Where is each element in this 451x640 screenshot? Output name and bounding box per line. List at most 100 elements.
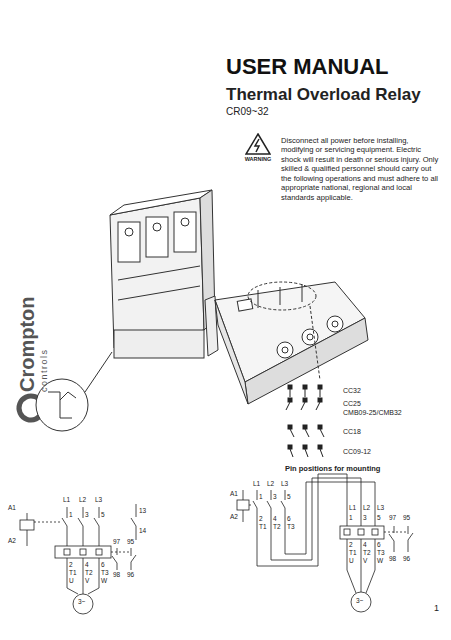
relay-illustration <box>248 282 316 310</box>
right-schematic-wires <box>237 500 249 510</box>
terminal-label: L1 <box>253 481 260 488</box>
terminal-label: 5 <box>287 494 291 501</box>
terminal-label: U <box>349 558 354 565</box>
terminal-label: 2 <box>349 542 353 549</box>
pin-position-icons <box>303 445 307 449</box>
contactor-illustration <box>125 228 133 236</box>
terminal-label: W <box>101 578 107 585</box>
contactor-illustration <box>118 222 140 262</box>
terminal-label: 6 <box>287 516 291 523</box>
left-schematic-wires <box>20 520 34 530</box>
terminal-label: T2 <box>273 524 281 531</box>
terminal-label: T3 <box>287 524 295 531</box>
pin-position-icons <box>290 389 291 397</box>
right-schematic-wires <box>237 474 413 612</box>
pin-position-icons <box>305 449 308 457</box>
terminal-label: T3 <box>101 570 109 577</box>
terminal-label: 5 <box>101 512 105 519</box>
contactor-illustration <box>114 330 204 358</box>
relay-illustration <box>245 318 368 404</box>
terminal-label: T1 <box>259 524 267 531</box>
right-schematic-wires <box>253 474 347 566</box>
right-schematic-wires <box>351 592 371 612</box>
pin-position-icons <box>286 402 290 410</box>
model-range: CR09~32 <box>226 107 269 118</box>
pin-position-icons <box>320 449 323 457</box>
terminal-label: 1 <box>259 494 263 501</box>
model-code: CC09-12 <box>343 448 371 455</box>
left-schematic-wires <box>55 546 111 558</box>
contactor-illustration <box>110 190 212 215</box>
brand-name: Crompton <box>17 296 38 392</box>
terminal-label: 1 <box>349 515 353 522</box>
model-code: CC25 <box>343 400 361 407</box>
relay-illustration <box>310 306 320 380</box>
magnifier-detail <box>48 392 72 418</box>
warning-triangle <box>245 133 271 155</box>
left-schematic-wires <box>112 548 117 570</box>
terminal-label: L2 <box>363 505 370 512</box>
terminal-label: 6 <box>101 562 105 569</box>
left-schematic-wires <box>131 504 136 540</box>
relay-illustration <box>282 347 288 353</box>
left-schematic-wires <box>64 549 70 555</box>
terminal-label: T2 <box>85 570 93 577</box>
terminal-label: 96 <box>127 572 134 579</box>
terminal-label: 2 <box>259 516 263 523</box>
terminal-label: V <box>85 578 89 585</box>
pin-position-icons <box>305 389 306 397</box>
subtitle: Thermal Overload Relay <box>226 86 421 104</box>
pin-position-icons <box>305 429 309 437</box>
terminal-label: A2 <box>230 514 238 521</box>
terminal-label: A1 <box>8 505 16 512</box>
terminal-label: 6 <box>377 542 381 549</box>
terminal-label: L3 <box>95 497 102 504</box>
contactor-illustration <box>118 266 200 280</box>
contactor-illustration <box>181 218 189 226</box>
pin-position-icons <box>288 398 292 402</box>
terminal-label: L2 <box>267 481 274 488</box>
page-number: 1 <box>434 604 439 613</box>
left-schematic-wires <box>34 522 62 523</box>
terminal-label: L1 <box>349 505 356 512</box>
terminal-label: L3 <box>281 481 288 488</box>
terminal-label: 5 <box>377 515 381 522</box>
warning-note: Disconnect all power before installing, … <box>281 136 443 202</box>
left-schematic-wires <box>96 549 102 555</box>
relay-illustration <box>258 290 259 308</box>
terminal-label: 96 <box>403 556 410 563</box>
right-schematic-wires <box>243 490 244 522</box>
magnifier-detail <box>85 352 112 392</box>
right-schematic-wires <box>389 526 394 552</box>
relay-illustration <box>280 287 281 305</box>
pin-position-icons <box>303 398 307 402</box>
pin-position-icons <box>286 385 324 457</box>
terminal-label: U <box>69 578 74 585</box>
pin-position-icons <box>290 449 293 457</box>
right-schematic-wires <box>249 505 253 506</box>
left-schematic-wires <box>27 513 28 546</box>
pin-position-icons <box>290 429 294 437</box>
relay-illustration <box>215 282 368 404</box>
left-schematic-wires <box>111 552 131 553</box>
pin-caption: Pin positions for mounting <box>285 465 380 473</box>
terminal-label: 97 <box>389 515 396 522</box>
terminal-label: 3 <box>85 512 89 519</box>
right-schematic-wires <box>384 532 408 533</box>
page-title: USER MANUAL <box>226 54 389 80</box>
pin-position-icons <box>320 429 324 437</box>
pin-position-icons <box>318 385 322 389</box>
terminal-label: 13 <box>139 508 146 515</box>
right-schematic-wires <box>372 529 378 535</box>
model-code: CMB09-25/CMB32 <box>343 409 402 416</box>
contactor-illustration <box>153 223 161 231</box>
terminal-label: 97 <box>113 539 120 546</box>
right-schematic-wires <box>347 539 375 593</box>
contactor-illustration <box>118 286 200 300</box>
left-schematic-wires <box>62 507 78 594</box>
pin-position-icons <box>303 425 307 429</box>
warning-badge: WARNING <box>240 133 276 162</box>
left-schematic-wires <box>131 548 136 570</box>
terminal-label: 4 <box>273 516 277 523</box>
